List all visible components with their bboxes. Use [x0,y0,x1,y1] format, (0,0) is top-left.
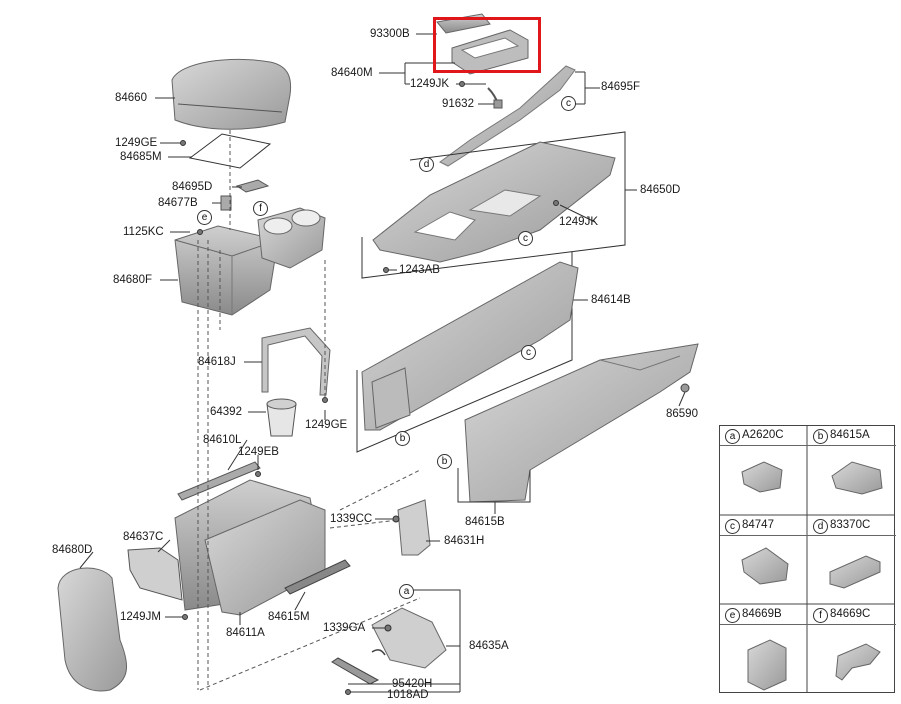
part-84660-armrest-lid [171,58,292,130]
part-64392-cup [266,398,297,437]
legend-code-a: A2620C [742,429,784,441]
part-84695F-trim-strip [439,65,576,167]
label-93300B[interactable]: 93300B [370,28,410,40]
label-84615M[interactable]: 84615M [268,611,310,623]
legend-code-c: 84747 [742,519,774,531]
legend-cell-b[interactable]: b 84615A [808,426,896,516]
label-1243AB[interactable]: 1243AB [399,264,440,276]
part-84695D-cover [235,179,270,193]
label-1249GE-top[interactable]: 1249GE [115,137,158,149]
leader-lines [79,97,686,625]
label-1249GE-low[interactable]: 1249GE [305,419,348,431]
label-84640M[interactable]: 84640M [331,67,373,79]
legend-code-b: 84615A [830,429,870,441]
part-cup-holder-housing [257,207,326,269]
legend-callout-e: e [725,608,740,623]
bracket-84635A [348,589,461,693]
legend-icon-83370C [829,555,881,589]
label-1249JK-mid[interactable]: 1249JK [559,216,599,228]
part-95420H-harness [331,649,386,685]
label-84660[interactable]: 84660 [115,92,147,104]
label-84680D[interactable]: 84680D [52,544,93,556]
label-1339CC[interactable]: 1339CC [330,513,373,525]
callout-b-84614B: b [395,431,410,446]
bracket-84615B [457,468,531,514]
part-84618J-bracket [261,327,331,396]
callout-b-84615B: b [437,454,452,469]
part-84610L-rail [177,461,261,501]
legend-code-d: 83370C [830,519,871,531]
label-84685M[interactable]: 84685M [120,151,162,163]
callout-f: f [253,201,268,216]
callout-d: d [419,157,434,172]
label-84618J[interactable]: 84618J [198,356,236,368]
label-91632[interactable]: 91632 [442,98,474,110]
legend-cell-c[interactable]: c 84747 [720,516,808,605]
bracket-84650D [361,131,637,279]
label-84610L[interactable]: 84610L [203,434,242,446]
label-84680F[interactable]: 84680F [113,274,153,286]
label-84614B[interactable]: 84614B [591,294,631,306]
part-84650D-upper-panel [372,141,616,263]
legend-table: a A2620C b 84615A c 84747 d 83370C e 846… [719,425,896,693]
label-84615B[interactable]: 84615B [465,516,505,528]
part-84680F-storage-box [174,225,279,316]
callout-c-84695F: c [561,96,576,111]
legend-icon-84747 [741,547,789,585]
part-84635A-bracket [371,607,447,669]
label-1249JM[interactable]: 1249JM [120,611,161,623]
legend-callout-a: a [725,429,740,444]
label-1249EB[interactable]: 1249EB [238,446,279,458]
label-84631H[interactable]: 84631H [444,535,485,547]
legend-callout-f: f [813,608,828,623]
callout-c-84614B: c [521,345,536,360]
legend-callout-b: b [813,429,828,444]
legend-code-f: 84669C [830,608,871,620]
highlight-box [433,17,541,73]
legend-cell-d[interactable]: d 83370C [808,516,896,605]
legend-cell-e[interactable]: e 84669B [720,605,808,693]
label-1339GA[interactable]: 1339GA [323,622,366,634]
label-1125KC[interactable]: 1125KC [123,226,164,238]
legend-callout-d: d [813,519,828,534]
legend-grid [719,425,895,693]
part-84631H-bracket [397,499,431,556]
part-91632-wire [487,87,503,109]
label-1018AD[interactable]: 1018AD [387,689,429,701]
label-84637C[interactable]: 84637C [123,531,164,543]
legend-cell-a[interactable]: a A2620C [720,426,808,516]
dashed-guides [197,130,421,691]
label-84677B[interactable]: 84677B [158,197,198,209]
leader-lines-top [379,33,600,105]
callout-e: e [197,210,212,225]
legend-code-e: 84669B [742,608,782,620]
label-84650D[interactable]: 84650D [640,184,681,196]
legend-callout-c: c [725,519,740,534]
part-86590-clip [680,383,690,393]
callout-c-84650D: c [518,231,533,246]
label-84635A[interactable]: 84635A [469,640,509,652]
label-86590[interactable]: 86590 [666,408,698,420]
part-84615B-outer-panel [464,343,699,503]
legend-icon-84669C [835,643,881,681]
part-84615M-strip [284,559,351,595]
part-84637C-bracket [127,547,183,601]
legend-cell-f[interactable]: f 84669C [808,605,896,693]
screw-fasteners [180,81,559,695]
part-84614B-side-panel [361,261,579,431]
legend-icon-84615A [831,461,883,495]
legend-icon-A2620C [741,461,783,493]
part-84680D-rear-cover [57,567,128,692]
label-1249JK-top[interactable]: 1249JK [410,78,450,90]
part-84640M-bezel-frame [451,29,529,75]
legend-icon-84669B [747,639,787,691]
label-95420H[interactable]: 95420H [392,678,433,690]
label-84695D[interactable]: 84695D [172,181,213,193]
label-64392[interactable]: 64392 [210,406,242,418]
label-84695F[interactable]: 84695F [601,81,641,93]
label-84611A[interactable]: 84611A [226,627,265,639]
callout-a: a [399,584,414,599]
